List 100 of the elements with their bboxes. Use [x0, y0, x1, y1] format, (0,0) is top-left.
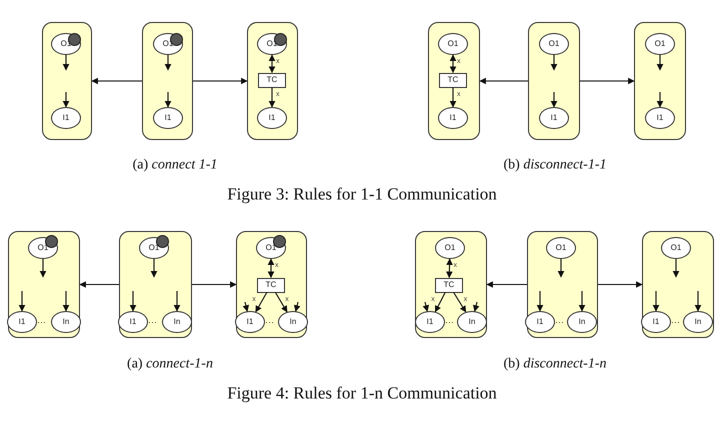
arrow — [550, 92, 558, 108]
rule-panel — [528, 22, 580, 140]
arrow — [192, 281, 237, 288]
object-ellipse — [645, 33, 675, 55]
object-ellipse — [51, 107, 81, 129]
arrow — [479, 78, 528, 84]
rule-panel — [428, 22, 480, 140]
ellipsis: ··· — [265, 318, 274, 327]
arrow — [672, 259, 680, 278]
object-ellipse — [51, 33, 81, 55]
node-label: TC — [448, 76, 458, 84]
node-label: O1 — [448, 40, 458, 48]
arrow — [40, 259, 46, 278]
arrow — [193, 78, 248, 84]
rule-panel — [119, 231, 192, 338]
subfigure-caption: (a) connect 1-1 — [132, 156, 218, 174]
arrow — [434, 292, 446, 312]
node-label: O1 — [548, 40, 560, 48]
node-label: I1 — [426, 318, 434, 326]
node-label: In — [290, 318, 296, 326]
arrow — [255, 292, 268, 312]
node-label: O1 — [266, 244, 276, 252]
object-ellipse — [153, 33, 183, 55]
arrow — [486, 281, 527, 288]
arrow — [472, 302, 480, 312]
figure-title: Figure 4: Rules for 1-n Communication — [227, 382, 497, 404]
figure-title: Figure 3: Rules for 1-1 Communication — [227, 183, 497, 206]
rule-panel — [8, 231, 80, 338]
node-label: I1 — [450, 114, 456, 122]
arrow — [652, 291, 660, 312]
rule-panel — [642, 231, 714, 338]
node-label: In — [62, 318, 70, 326]
arrow — [18, 291, 26, 312]
arrow — [422, 302, 430, 312]
rule-panel — [415, 231, 487, 338]
arrow — [91, 78, 142, 84]
node-label: I1 — [656, 114, 664, 122]
ellipsis: ··· — [555, 318, 564, 327]
object-ellipse — [438, 33, 468, 55]
ellipsis: ··· — [445, 318, 454, 327]
object-ellipse — [539, 33, 569, 55]
object-ellipse — [683, 311, 713, 333]
arrow — [164, 92, 172, 108]
arrow — [62, 291, 70, 312]
node-label: TC — [266, 76, 278, 84]
object-ellipse — [278, 311, 308, 333]
arrow — [150, 259, 158, 278]
node-label: I1 — [550, 114, 558, 122]
object-ellipse — [28, 237, 58, 259]
arrow — [656, 92, 664, 108]
object-ellipse — [139, 237, 169, 259]
node-label: In — [468, 318, 476, 326]
subfigure-caption: (b) disconnect-1-1 — [503, 156, 607, 174]
node-label: I1 — [62, 114, 70, 122]
subfigure-caption: (b) disconnect-1-n — [503, 356, 607, 374]
object-ellipse — [51, 311, 81, 333]
arrow — [656, 55, 664, 71]
tc-box — [435, 278, 463, 292]
object-ellipse — [257, 33, 287, 55]
rule-panel — [236, 231, 307, 338]
node-label: I1 — [536, 318, 544, 326]
node-label: TC — [444, 281, 454, 289]
node-label: In — [578, 318, 586, 326]
node-label: I1 — [130, 318, 136, 326]
node-label: I1 — [18, 318, 26, 326]
ellipsis: ··· — [671, 318, 680, 327]
object-ellipse — [661, 237, 691, 259]
object-ellipse — [257, 107, 287, 129]
arrow — [130, 291, 136, 312]
object-ellipse — [567, 311, 597, 333]
tc-box — [439, 72, 467, 88]
arrow — [268, 258, 274, 278]
node-label: I1 — [246, 318, 254, 326]
arrow — [598, 281, 643, 288]
object-ellipse — [645, 107, 675, 129]
arrow — [578, 291, 586, 312]
object-ellipse — [438, 107, 468, 129]
arrow — [174, 291, 180, 312]
object-ellipse — [457, 311, 487, 333]
rule-panel — [42, 22, 92, 140]
object-ellipse — [435, 237, 465, 259]
arrow — [268, 88, 276, 108]
node-label: TC — [266, 281, 276, 289]
rule-panel — [527, 231, 598, 338]
arrow — [450, 54, 456, 74]
arrow — [62, 92, 70, 108]
node-label: I1 — [268, 114, 276, 122]
arrow — [580, 78, 635, 84]
arrow — [453, 292, 466, 313]
object-ellipse — [162, 311, 192, 333]
rule-panel — [142, 22, 193, 140]
arrow — [446, 258, 453, 278]
node-label: In — [174, 318, 180, 326]
node-label: In — [694, 318, 702, 326]
rule-panel — [634, 22, 686, 140]
arrow — [79, 281, 119, 288]
arrow — [536, 291, 544, 312]
arrow — [268, 54, 276, 74]
tc-box — [258, 72, 286, 88]
node-label: O1 — [38, 244, 48, 252]
